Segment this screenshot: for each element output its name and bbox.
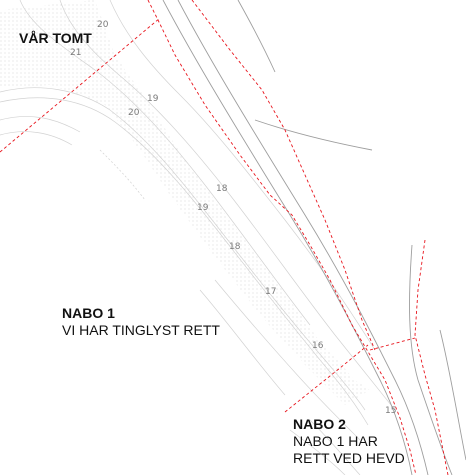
road-lines <box>162 0 466 475</box>
nabo1-title: NABO 1 <box>62 305 115 321</box>
boundary-far-east <box>414 239 449 475</box>
var-tomt-title: VÅR TOMT <box>19 30 92 46</box>
contour-label: 17 <box>265 287 276 297</box>
dotted-road-area <box>0 0 370 405</box>
boundary-outer-east <box>191 0 376 351</box>
contour-label: 19 <box>147 94 159 104</box>
nabo1-text: VI HAR TINGLYST RETT <box>62 322 220 338</box>
contour-label: 16 <box>312 341 324 351</box>
contour-label: 18 <box>216 184 228 194</box>
contour-label: 20 <box>97 20 109 30</box>
boundary-cross <box>369 337 416 351</box>
contour-label: 19 <box>197 203 209 213</box>
contour-lines <box>0 0 396 475</box>
boundary-main-east <box>147 0 417 475</box>
boundary-nabo2-north <box>284 344 369 413</box>
contour-label: 18 <box>229 242 241 252</box>
contour-label: 21 <box>70 48 81 58</box>
nabo2-line1: NABO 1 HAR <box>293 433 378 449</box>
contour-elevation-labels: 20 21 19 20 18 19 18 17 16 15 <box>70 20 396 416</box>
label-var-tomt: VÅR TOMT <box>19 30 92 47</box>
boundary-var-tomt <box>0 17 161 153</box>
nabo2-line2: RETT VED HEVD <box>293 450 405 466</box>
property-boundaries <box>0 0 449 475</box>
nabo2-title: NABO 2 <box>293 416 346 432</box>
label-nabo2: NABO 2 NABO 1 HAR RETT VED HEVD <box>293 416 405 467</box>
label-nabo1: NABO 1 VI HAR TINGLYST RETT <box>62 305 220 339</box>
contour-label: 15 <box>385 406 396 416</box>
contour-label: 20 <box>128 108 140 118</box>
